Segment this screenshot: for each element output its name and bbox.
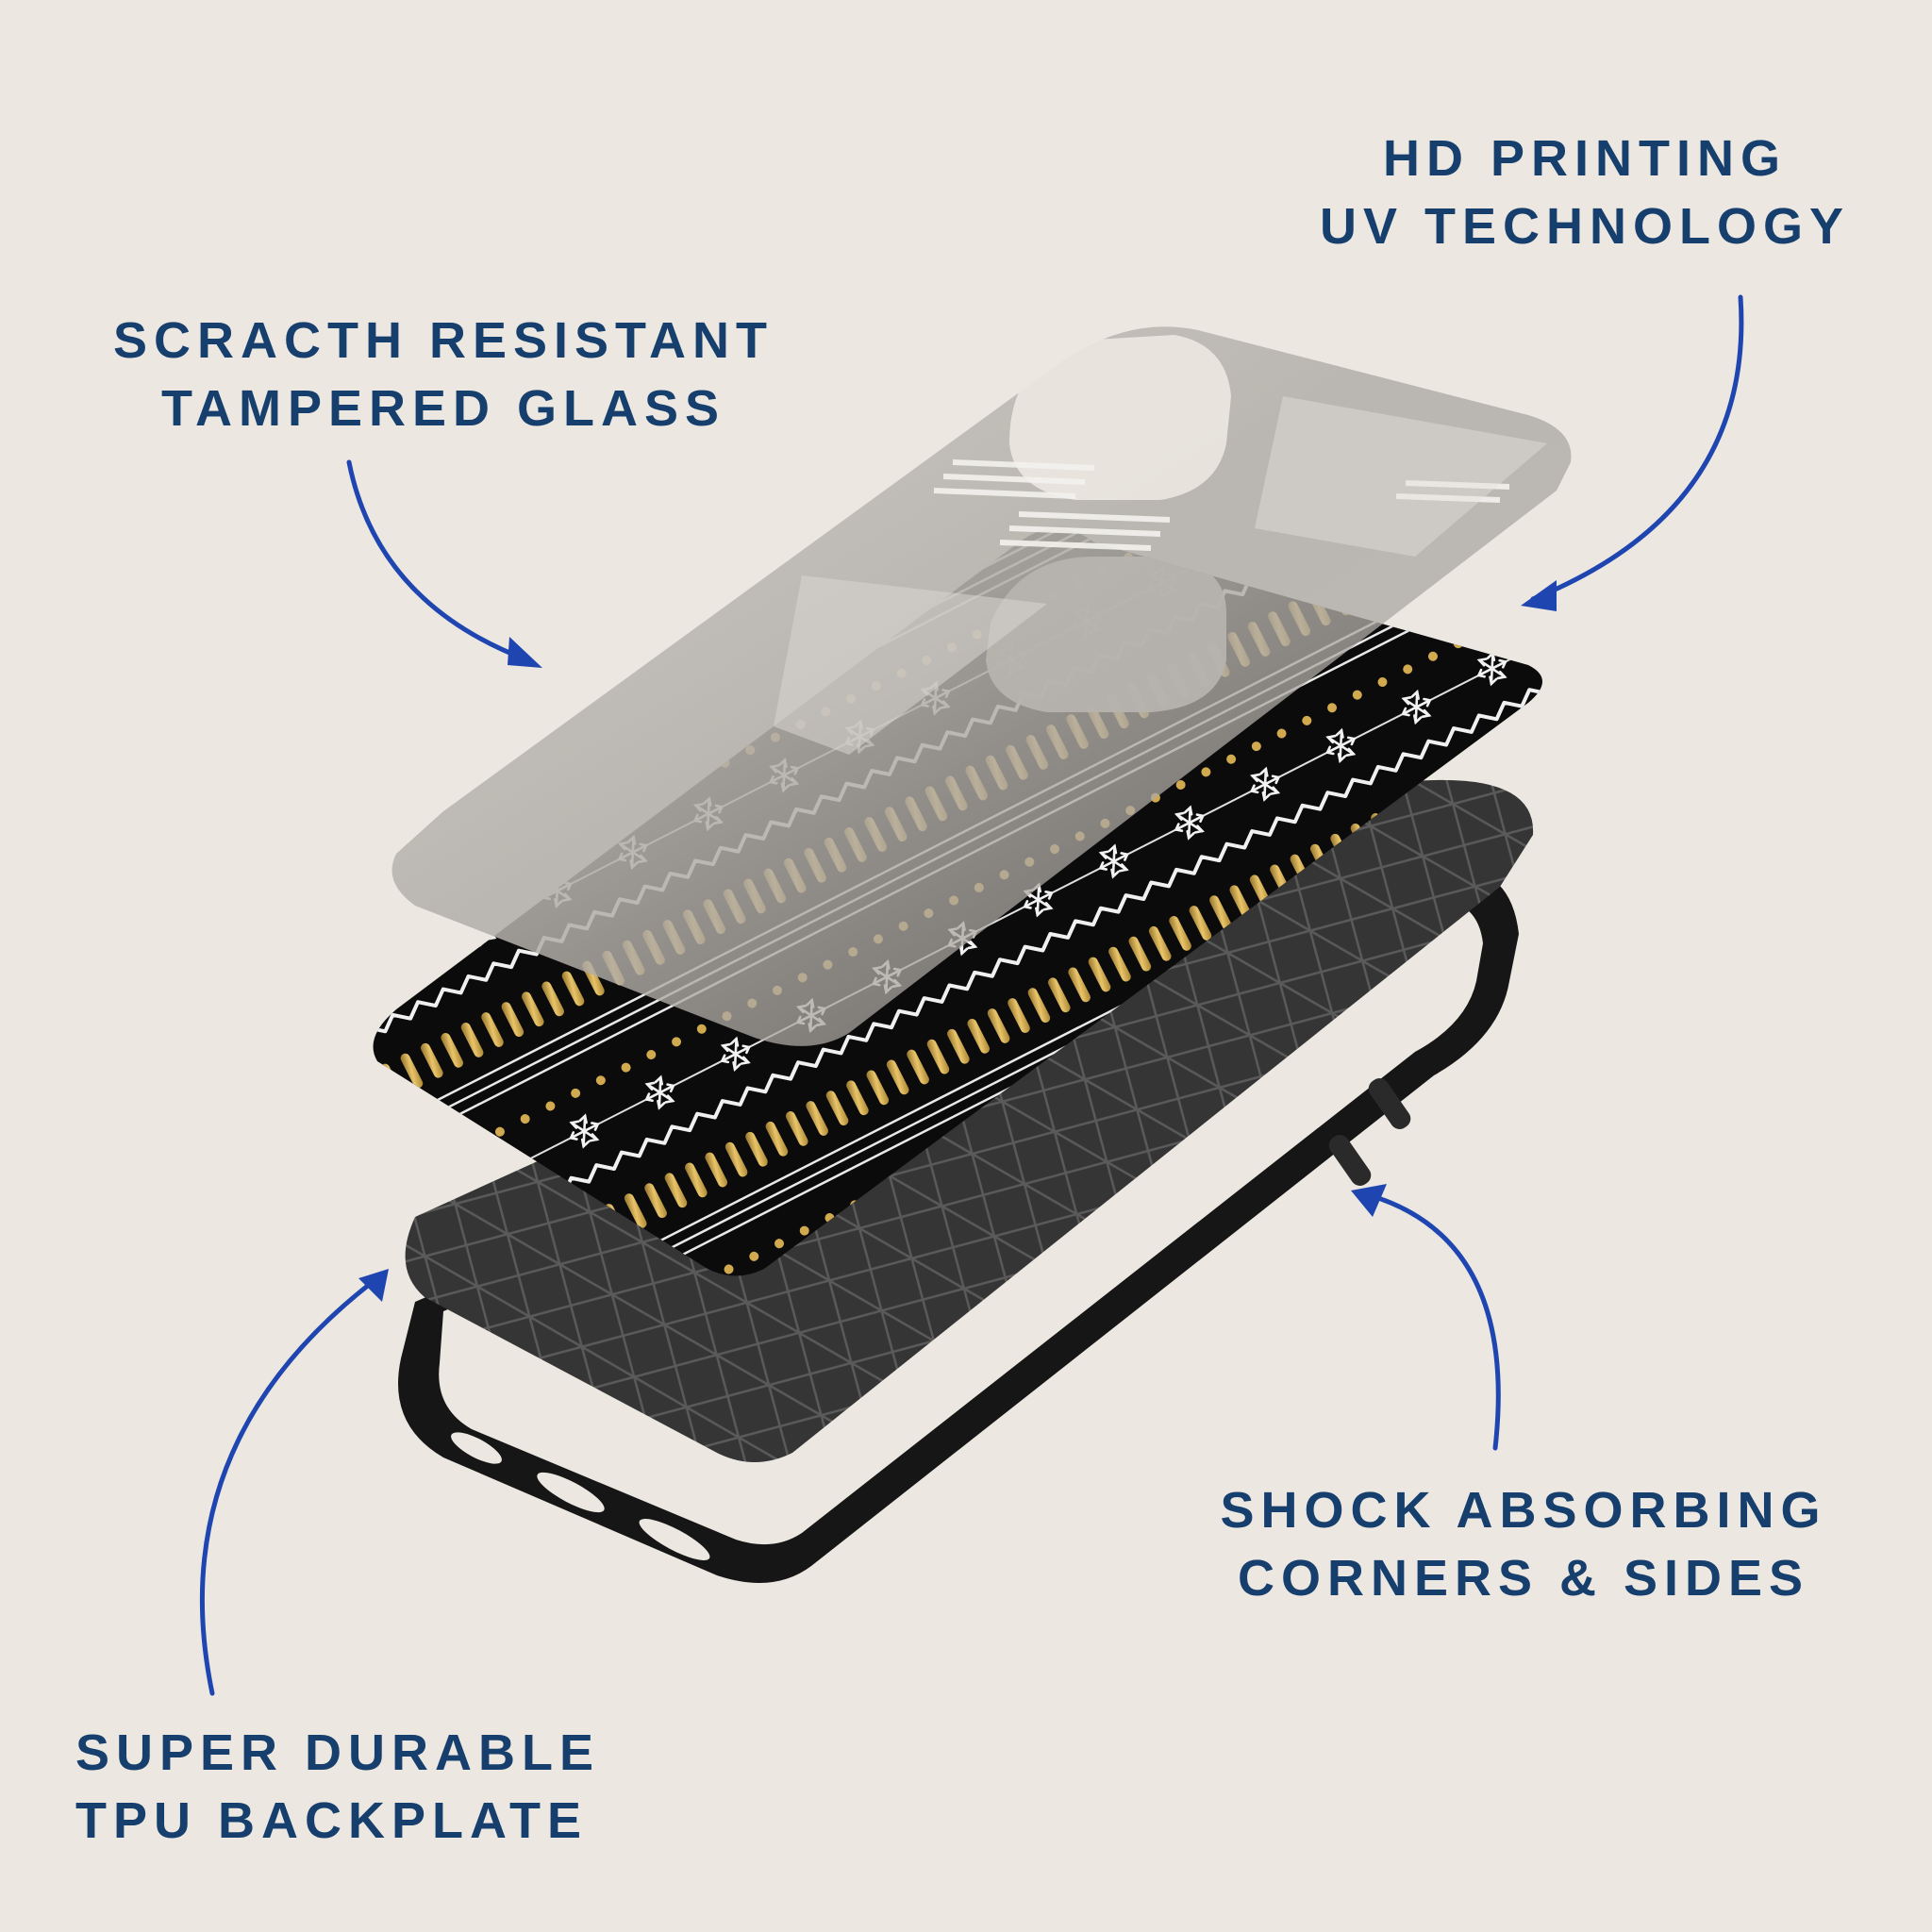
arrowhead-icon bbox=[508, 637, 542, 668]
arrowheads bbox=[358, 580, 1557, 1302]
feature-print-line1: HD PRINTING bbox=[1383, 130, 1787, 187]
feature-shock-line2: CORNERS & SIDES bbox=[1237, 1550, 1810, 1607]
arrowhead-icon bbox=[1351, 1184, 1387, 1217]
feature-backplate-line1: SUPER DURABLE bbox=[75, 1724, 601, 1781]
feature-shock-line1: SHOCK ABSORBING bbox=[1220, 1482, 1827, 1539]
feature-label-backplate: SUPER DURABLE TPU BACKPLATE bbox=[75, 1719, 604, 1855]
feature-backplate-line2: TPU BACKPLATE bbox=[75, 1792, 588, 1849]
feature-label-print: HD PRINTING UV TECHNOLOGY bbox=[1292, 125, 1877, 260]
feature-label-shock: SHOCK ABSORBING CORNERS & SIDES bbox=[1193, 1476, 1854, 1612]
feature-glass-line1: SCRACTH RESISTANT bbox=[112, 312, 774, 369]
tpu-backplate bbox=[405, 779, 1534, 1462]
arrowhead-icon bbox=[1521, 580, 1557, 611]
arrowhead-icon bbox=[358, 1269, 389, 1302]
feature-label-glass: SCRACTH RESISTANT TAMPERED GLASS bbox=[94, 307, 792, 442]
curved-arrow-icon bbox=[199, 294, 1744, 1696]
snowflake-icon bbox=[310, 988, 349, 1024]
feature-print-line2: UV TECHNOLOGY bbox=[1319, 198, 1851, 255]
feature-glass-line2: TAMPERED GLASS bbox=[160, 380, 726, 437]
tempered-glass-layer bbox=[391, 326, 1572, 1046]
